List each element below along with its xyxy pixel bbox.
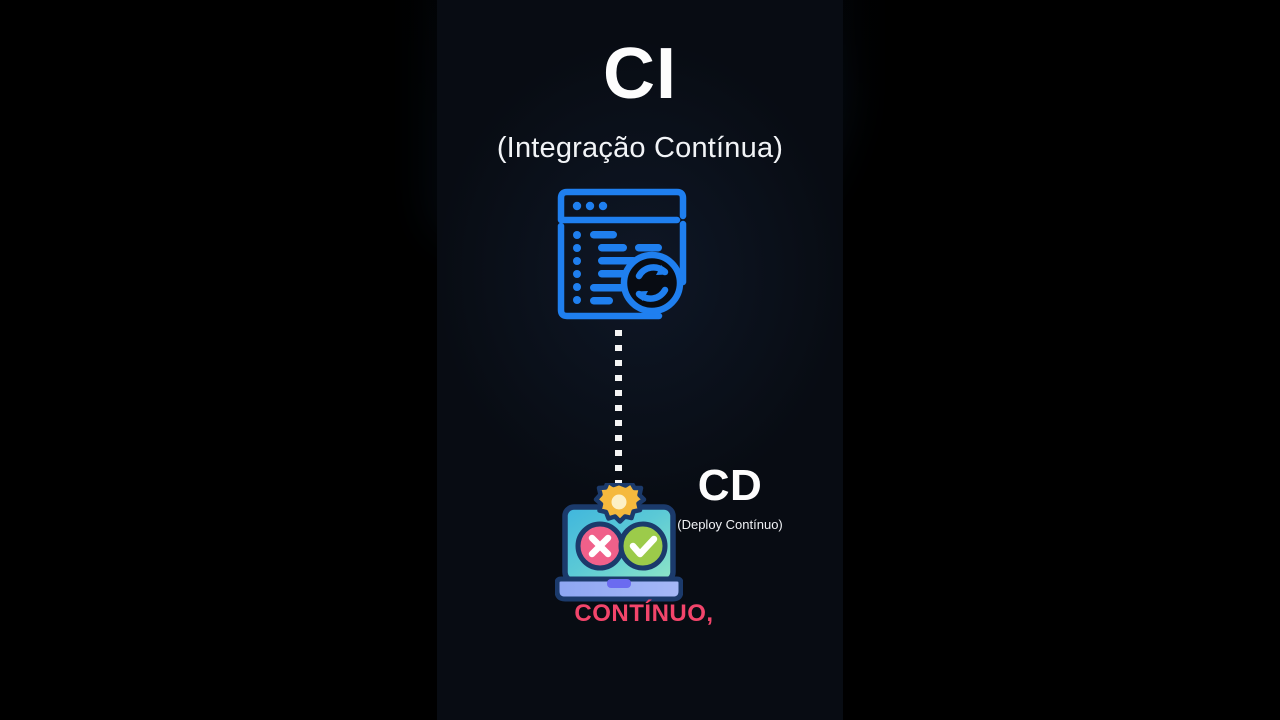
- window-dots: [572, 201, 608, 211]
- content-panel: CI (Integração Contínua): [437, 0, 843, 720]
- sync-circle: [620, 251, 684, 315]
- cd-title: CD: [697, 461, 763, 510]
- dotted-connector-line: [615, 328, 622, 500]
- cd-subtitle: (Deploy Contínuo): [677, 517, 783, 532]
- laptop-base: [554, 576, 684, 602]
- gear-icon: [593, 479, 647, 524]
- subtitle-caption: CONTÍNUO,: [574, 600, 714, 627]
- code-window-sync-icon: [551, 186, 693, 328]
- ci-title: CI: [603, 34, 677, 114]
- laptop-pipeline-status-icon: [554, 479, 684, 608]
- ci-subtitle: (Integração Contínua): [496, 132, 784, 164]
- status-fail-badge: [575, 521, 625, 571]
- trackpad-notch: [607, 579, 631, 588]
- status-pass-badge: [618, 521, 668, 571]
- code-gutter-dots: [573, 231, 581, 304]
